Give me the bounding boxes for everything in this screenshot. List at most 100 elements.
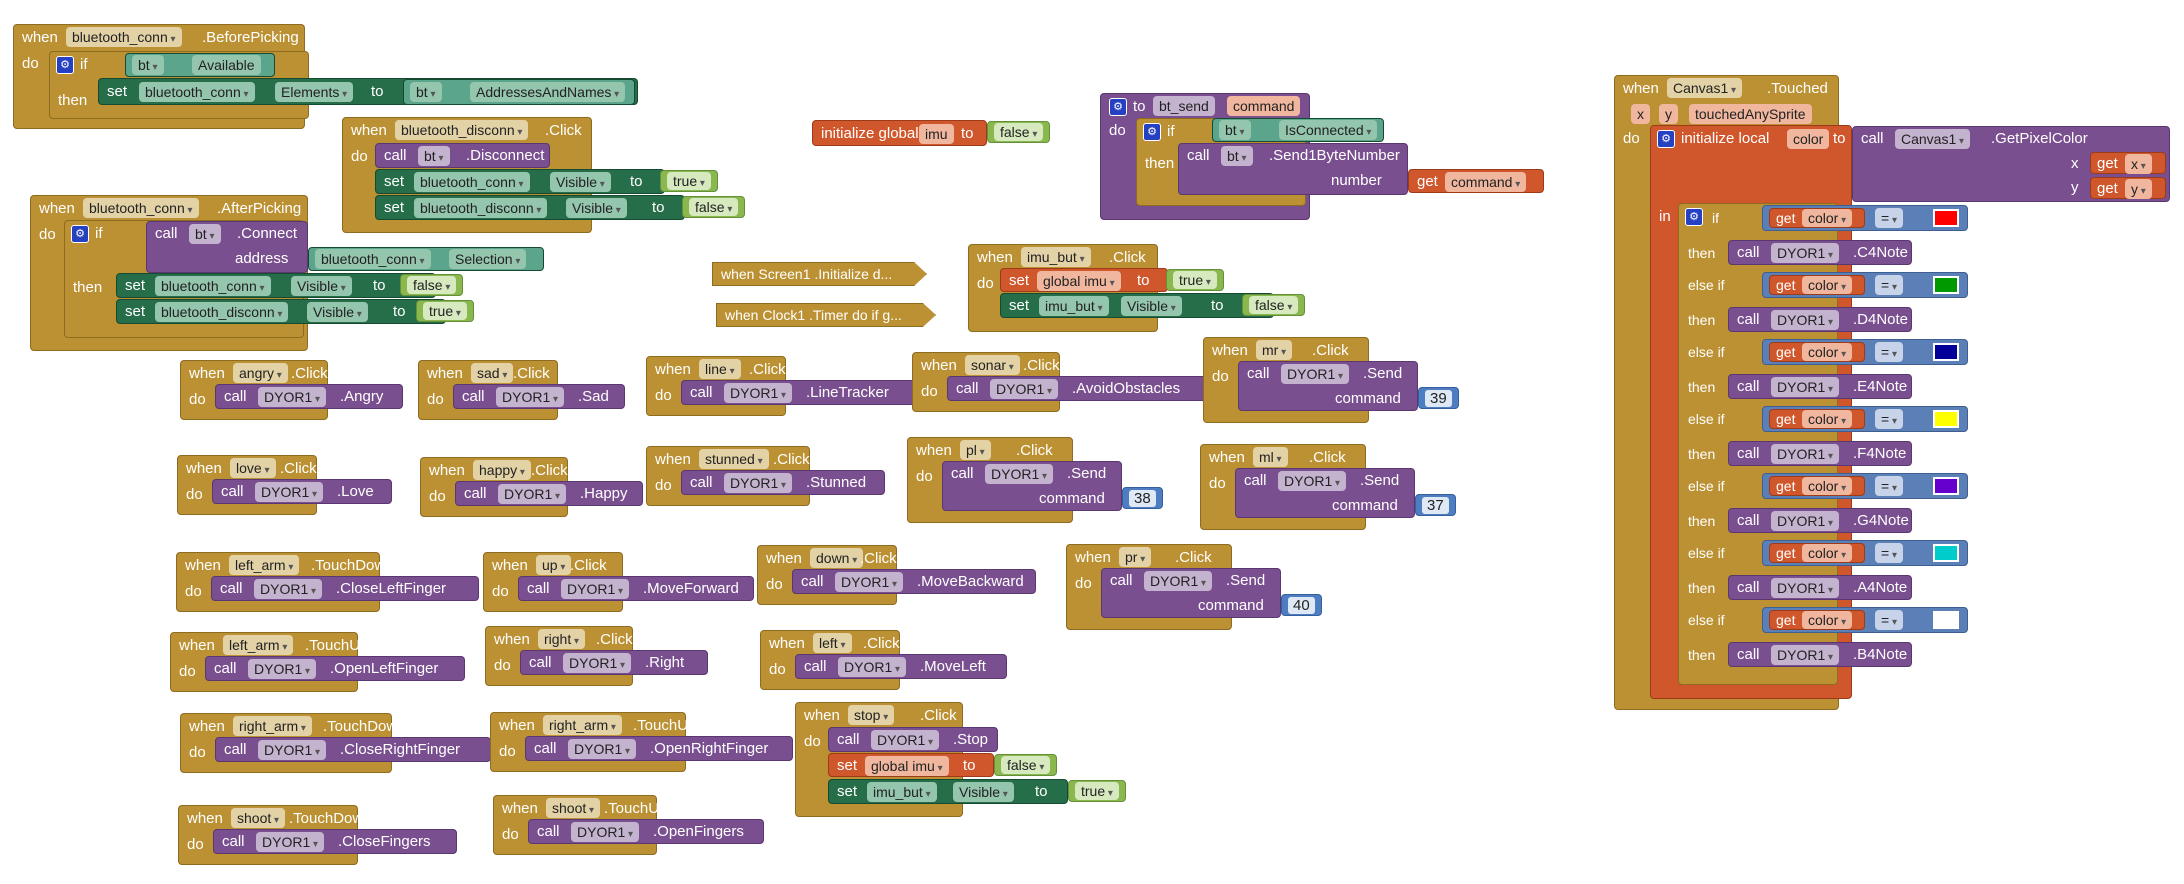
call-bt-send1bytenumber[interactable]: call bt .Send1ByteNumber number xyxy=(1178,143,1408,195)
set-bluetooth-conn-visible[interactable]: set bluetooth_conn Visible to xyxy=(116,273,436,298)
component-dropdown[interactable]: bluetooth_conn xyxy=(155,276,271,296)
variable-dropdown[interactable]: y xyxy=(2125,179,2152,199)
component-dropdown[interactable]: DYOR1 xyxy=(724,383,793,403)
bt-addresses-getter[interactable]: bt AddressesAndNames xyxy=(403,79,635,105)
component-dropdown[interactable]: imu_but xyxy=(867,782,937,802)
component-dropdown[interactable]: DYOR1 xyxy=(258,387,327,407)
false-value-block[interactable]: false xyxy=(1242,294,1306,316)
number-value[interactable]: 38 xyxy=(1129,490,1156,507)
bt-isconnected-getter[interactable]: bt IsConnected xyxy=(1212,118,1384,142)
bt-available-getter[interactable]: bt Available xyxy=(125,53,275,77)
property-dropdown[interactable]: Visible xyxy=(307,302,368,322)
component-dropdown[interactable]: happy xyxy=(473,460,531,480)
component-dropdown[interactable]: ml xyxy=(1253,447,1288,467)
component-dropdown[interactable]: DYOR1 xyxy=(990,379,1059,399)
number-value-block[interactable]: 37 xyxy=(1415,494,1456,516)
property-dropdown[interactable]: Selection xyxy=(449,249,527,269)
component-dropdown[interactable]: stop xyxy=(848,705,895,725)
component-dropdown[interactable]: DYOR1 xyxy=(248,659,317,679)
component-dropdown[interactable]: right xyxy=(538,629,586,649)
variable-dropdown[interactable]: global imu xyxy=(865,756,949,776)
component-dropdown[interactable]: mr xyxy=(1256,340,1293,360)
number-value[interactable]: 37 xyxy=(1422,497,1449,514)
true-value-block[interactable]: true xyxy=(1068,780,1126,802)
component-dropdown[interactable]: left_arm xyxy=(229,555,300,575)
color-swatch[interactable] xyxy=(1933,209,1959,227)
component-dropdown[interactable]: left_arm xyxy=(223,635,294,655)
component-dropdown[interactable]: sonar xyxy=(965,355,1020,375)
number-value[interactable]: 40 xyxy=(1288,597,1315,614)
component-dropdown[interactable]: bluetooth_conn xyxy=(83,198,199,218)
component-dropdown[interactable]: DYOR1 xyxy=(1771,243,1840,263)
component-dropdown[interactable]: bluetooth_conn xyxy=(414,172,530,192)
mutator-gear-icon[interactable]: ⚙ xyxy=(1657,130,1675,148)
variable-dropdown[interactable]: command xyxy=(1445,172,1527,192)
component-dropdown[interactable]: DYOR1 xyxy=(563,653,632,673)
component-dropdown[interactable]: bluetooth_conn xyxy=(66,27,182,47)
property-dropdown[interactable]: Visible xyxy=(953,782,1014,802)
mutator-gear-icon[interactable]: ⚙ xyxy=(71,225,89,243)
set-global-imu[interactable]: set global imu to xyxy=(828,753,994,777)
component-dropdown[interactable]: DYOR1 xyxy=(985,464,1054,484)
component-dropdown[interactable]: DYOR1 xyxy=(1771,645,1840,665)
component-dropdown[interactable]: DYOR1 xyxy=(498,484,567,504)
component-dropdown[interactable]: imu_but xyxy=(1039,296,1109,316)
set-bluetooth-conn-elements[interactable]: set bluetooth_conn Elements to bt Addres… xyxy=(98,78,638,105)
component-dropdown[interactable]: bt xyxy=(132,55,164,75)
color-swatch[interactable] xyxy=(1933,276,1959,294)
component-dropdown[interactable]: bt xyxy=(1219,120,1251,140)
component-dropdown[interactable]: DYOR1 xyxy=(258,740,327,760)
component-dropdown[interactable]: left xyxy=(813,633,852,653)
variable-dropdown[interactable]: color xyxy=(1802,611,1853,629)
false-value-block[interactable]: false xyxy=(682,196,746,218)
color-swatch[interactable] xyxy=(1933,544,1959,562)
component-dropdown[interactable]: Canvas1 xyxy=(1667,78,1743,98)
component-dropdown[interactable]: imu_but xyxy=(1021,247,1091,267)
component-dropdown[interactable]: up xyxy=(536,555,572,575)
eq-operator-dropdown[interactable]: = xyxy=(1875,409,1903,429)
get-y-block[interactable]: get y xyxy=(2090,177,2166,199)
set-bluetooth-conn-visible[interactable]: set bluetooth_conn Visible to xyxy=(375,169,665,194)
eq-operator-dropdown[interactable]: = xyxy=(1875,610,1903,630)
eq-operator-dropdown[interactable]: = xyxy=(1875,208,1903,228)
true-value-block[interactable]: true xyxy=(416,300,474,322)
call-dyor1-stop[interactable]: call DYOR1 .Stop xyxy=(828,727,998,752)
component-dropdown[interactable]: DYOR1 xyxy=(1771,377,1840,397)
call-canvas1-getpixelcolor[interactable]: call Canvas1 .GetPixelColor x y xyxy=(1852,126,2170,202)
component-dropdown[interactable]: DYOR1 xyxy=(561,579,630,599)
set-bluetooth-disconn-visible[interactable]: set bluetooth_disconn Visible to xyxy=(375,195,685,220)
variable-dropdown[interactable]: color xyxy=(1802,410,1853,428)
false-value-block[interactable]: false xyxy=(400,274,464,296)
global-variable-name[interactable]: imu xyxy=(919,124,954,144)
eq-operator-dropdown[interactable]: = xyxy=(1875,342,1903,362)
component-dropdown[interactable]: shoot xyxy=(231,808,286,828)
variable-dropdown[interactable]: color xyxy=(1802,343,1853,361)
component-dropdown[interactable]: bt xyxy=(410,82,442,102)
component-dropdown[interactable]: DYOR1 xyxy=(1771,310,1840,330)
number-value[interactable]: 39 xyxy=(1425,390,1452,407)
component-dropdown[interactable]: bt xyxy=(418,146,450,166)
component-dropdown[interactable]: DYOR1 xyxy=(1771,444,1840,464)
component-dropdown[interactable]: bluetooth_conn xyxy=(139,82,255,102)
